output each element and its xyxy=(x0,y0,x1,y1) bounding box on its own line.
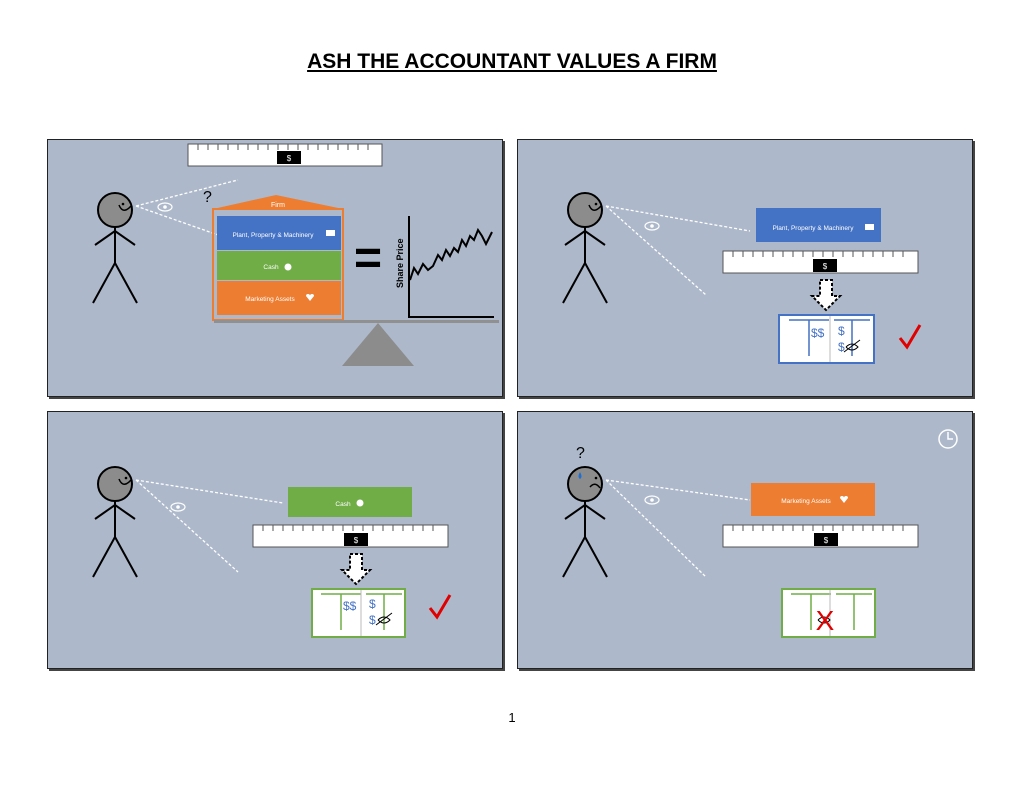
stick-figure xyxy=(562,192,608,304)
panel-firm-overview: $ ? Firm Plant, Property & Machinery Cas… xyxy=(47,139,503,397)
money-bag-icon xyxy=(284,263,292,271)
asset-cash-label: Cash xyxy=(335,501,351,508)
eye-outline-icon xyxy=(817,616,831,624)
asset-ppm-label: Plant, Property & Machinery xyxy=(233,232,315,239)
truck-icon xyxy=(326,230,335,236)
checkmark-icon xyxy=(428,594,452,620)
asset-ppm-label: Plant, Property & Machinery xyxy=(773,225,855,232)
ledger-right-value: $ xyxy=(838,324,845,338)
ruler-dollar-label: $ xyxy=(287,154,292,163)
balance-fulcrum xyxy=(342,323,414,366)
ruler-dollar-label: $ xyxy=(824,536,829,545)
asset-marketing-label: Marketing Assets xyxy=(245,296,295,303)
balance-beam xyxy=(214,320,499,323)
ruler: $ xyxy=(722,524,919,548)
money-bag-icon xyxy=(356,499,364,507)
share-price-label: Share Price xyxy=(395,238,405,288)
asset-ppm-box xyxy=(756,208,881,242)
asset-marketing-label: Marketing Assets xyxy=(781,498,831,505)
firm-house: Firm Plant, Property & Machinery Cash Ma… xyxy=(212,195,344,321)
ruler: $ xyxy=(252,524,449,548)
ledger-left-value: $$ xyxy=(343,599,357,613)
question-mark: ? xyxy=(203,189,212,206)
eye-icon xyxy=(644,221,660,231)
page-title: ASH THE ACCOUNTANT VALUES A FIRM xyxy=(307,50,717,73)
stick-figure xyxy=(92,192,138,304)
asset-marketing-box xyxy=(751,483,875,516)
asset-cash-box xyxy=(288,487,412,517)
crossed-eye-icon xyxy=(843,339,861,353)
t-account-ledger: $$ $ $ xyxy=(778,314,875,364)
panel-3-drawing: Cash $ $$ $ $ xyxy=(92,466,452,638)
down-arrow xyxy=(809,279,843,312)
ledger-right-value-2: $ xyxy=(369,613,376,627)
ruler-dollar-label: $ xyxy=(354,536,359,545)
heart-icon xyxy=(306,294,314,301)
ledger-right-value: $ xyxy=(369,597,376,611)
panel-ppm-valuation: Plant, Property & Machinery $ $$ $ $ xyxy=(517,139,973,397)
panel-2-drawing: Plant, Property & Machinery $ $$ $ $ xyxy=(562,192,922,364)
asset-cash-label: Cash xyxy=(263,264,279,271)
clock-icon xyxy=(938,429,958,449)
down-arrow xyxy=(339,553,373,586)
share-price-chart: Share Price xyxy=(395,216,494,318)
panel-cash-valuation: Cash $ $$ $ $ xyxy=(47,411,503,669)
cross-mark: X xyxy=(816,605,835,636)
question-mark: ? xyxy=(576,445,585,462)
ledger-left-value: $$ xyxy=(811,326,825,340)
ruler: $ xyxy=(722,250,919,274)
t-account-ledger: $$ $ $ xyxy=(311,588,406,638)
ruler-dollar-label: $ xyxy=(823,262,828,271)
firm-label: Firm xyxy=(271,202,285,209)
heart-icon xyxy=(840,496,848,503)
eye-icon xyxy=(170,502,186,512)
ledger-right-value-2: $ xyxy=(838,340,845,354)
panel-1-drawing: $ ? Firm Plant, Property & Machinery Cas… xyxy=(92,143,499,366)
eye-icon xyxy=(644,495,660,505)
t-account-ledger: X xyxy=(781,588,876,638)
panel-marketing-valuation: ? Marketing Assets $ X xyxy=(517,411,973,669)
confused-stick-figure xyxy=(562,466,608,578)
truck-icon xyxy=(865,224,874,230)
checkmark-icon xyxy=(898,324,922,350)
eye-icon xyxy=(157,202,173,212)
sweat-drop-icon xyxy=(578,472,582,479)
stick-figure xyxy=(92,466,138,578)
equals-sign: = xyxy=(354,232,382,285)
crossed-eye-icon xyxy=(375,612,393,626)
panel-4-drawing: ? Marketing Assets $ X xyxy=(562,429,958,638)
ruler: $ xyxy=(187,143,383,167)
page-number: 1 xyxy=(508,710,516,725)
